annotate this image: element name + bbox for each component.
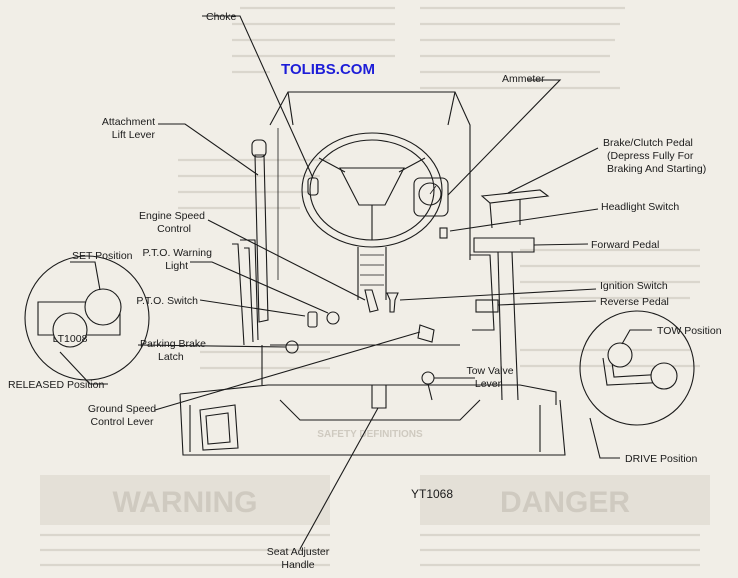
brake-clutch-pedal	[480, 189, 550, 204]
attachment-lift-lever	[254, 154, 269, 323]
ammeter-gauge	[413, 177, 449, 217]
label-headlight: Headlight Switch	[601, 201, 679, 213]
label-released: RELEASED Position	[8, 379, 104, 391]
label-ground-speed-1: Ground Speed	[88, 403, 156, 415]
headlight-switch	[439, 227, 448, 239]
pto-warning-light	[326, 311, 340, 325]
leader-lines	[59, 15, 652, 550]
tow-valve-lever	[421, 371, 435, 385]
background-bleed-through: WARNING DANGER SAFETY DEFINITIONS	[40, 6, 710, 567]
ghost-heading-text: SAFETY DEFINITIONS	[317, 429, 423, 440]
ghost-warning-text: WARNING	[113, 486, 258, 519]
label-pto-warning-1: P.T.O. Warning	[143, 247, 213, 259]
label-tow-valve-2: Lever	[475, 378, 502, 390]
ground-speed-lever	[417, 324, 435, 343]
ghost-danger-text: DANGER	[500, 486, 630, 519]
label-tow-position: TOW Position	[657, 325, 722, 337]
reverse-pedal	[475, 299, 499, 313]
steering-wheel	[301, 132, 443, 248]
label-forward: Forward Pedal	[591, 239, 659, 251]
label-parking-1: Parking Brake	[140, 338, 206, 350]
label-set: SET Position	[72, 250, 133, 262]
ignition-switch	[386, 292, 399, 313]
label-seat-2: Handle	[281, 559, 314, 571]
label-ammeter: Ammeter	[502, 73, 545, 85]
figure-code: YT1068	[411, 487, 453, 501]
label-engine-speed-2: Control	[157, 223, 191, 235]
label-ground-speed-2: Control Lever	[90, 416, 154, 428]
label-ignition: Ignition Switch	[600, 280, 668, 292]
label-brake-3: Braking And Starting)	[607, 163, 706, 175]
watermark: TOLIBS.COM	[281, 61, 375, 78]
label-attachment-1: Attachment	[102, 116, 155, 128]
tow-drive-inset	[579, 310, 695, 426]
label-drive: DRIVE Position	[625, 453, 698, 465]
label-parking-2: Latch	[158, 351, 184, 363]
label-attachment-2: Lift Lever	[112, 129, 156, 141]
label-seat-1: Seat Adjuster	[267, 546, 330, 558]
label-choke: Choke	[206, 11, 237, 23]
label-engine-speed-1: Engine Speed	[139, 210, 205, 222]
set-released-inset: LT1008	[24, 255, 150, 381]
seat-adjuster-handle	[371, 384, 387, 409]
engine-speed-lever	[364, 289, 379, 313]
tractor-illustration	[179, 91, 566, 456]
label-tow-valve-1: Tow Valve	[466, 365, 513, 377]
inset-code: LT1008	[53, 333, 88, 345]
forward-pedal	[473, 237, 535, 253]
label-reverse: Reverse Pedal	[600, 296, 669, 308]
label-pto-switch: P.T.O. Switch	[136, 295, 198, 307]
label-pto-warning-2: Light	[165, 260, 188, 272]
label-brake-1: Brake/Clutch Pedal	[603, 137, 693, 149]
pto-switch	[307, 311, 318, 328]
label-brake-2: (Depress Fully For	[607, 150, 694, 162]
